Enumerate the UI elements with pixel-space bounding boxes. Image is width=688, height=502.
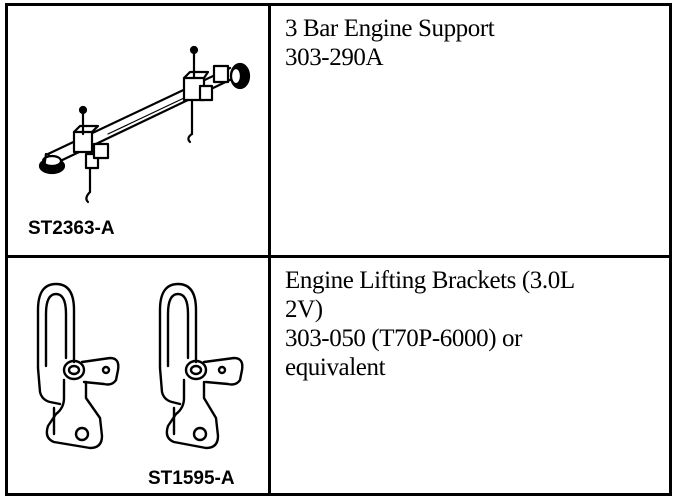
tool-illustration-cell-2: ST1595-A xyxy=(8,258,271,493)
tool-name: 3 Bar Engine Support xyxy=(285,15,495,42)
tool-name-line-1: Engine Lifting Brackets (3.0L xyxy=(285,267,575,294)
tool-part-number: 303-290A xyxy=(285,44,384,71)
special-tools-table: ST2363-A 3 Bar Engine Support 303-290A xyxy=(5,3,672,496)
tool-description-cell-1: 3 Bar Engine Support 303-290A xyxy=(271,6,669,258)
tool-part-number-suffix: equivalent xyxy=(285,354,386,381)
tool-name-line-2: 2V) xyxy=(285,296,323,323)
art-id-label: ST1595-A xyxy=(148,468,235,489)
tool-illustration-cell-1: ST2363-A xyxy=(8,6,271,258)
art-id-label: ST2363-A xyxy=(28,218,115,239)
tool-part-number: 303-050 (T70P-6000) or xyxy=(285,325,523,352)
tool-description-cell-2: Engine Lifting Brackets (3.0L 2V) 303-05… xyxy=(271,258,669,493)
engine-support-bar-illustration xyxy=(38,45,251,204)
lifting-bracket-illustration xyxy=(36,282,244,450)
